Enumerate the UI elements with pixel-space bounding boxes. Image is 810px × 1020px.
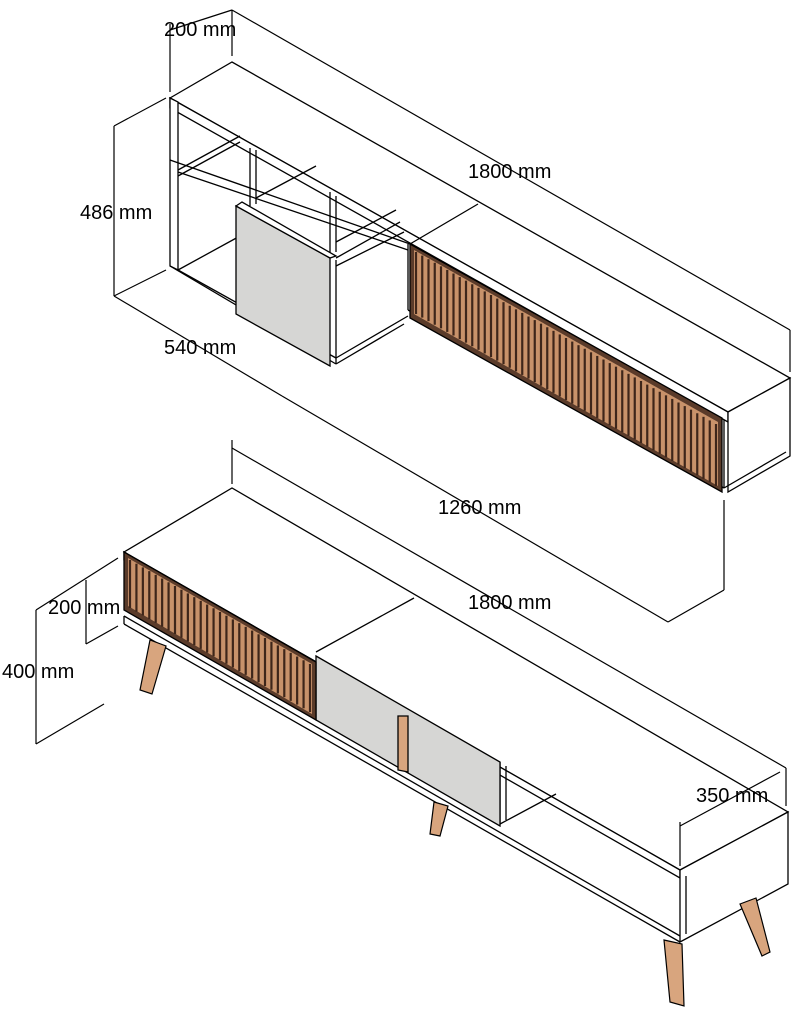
tv-stand-slats [128, 560, 312, 712]
wall-unit-dimension-lines [113, 9, 791, 623]
tv-stand-offset-label: 1260 mm [438, 497, 521, 519]
tv-stand-door-handle [397, 715, 409, 773]
wall-unit-slats [414, 252, 718, 486]
leg-front-right [663, 939, 685, 1007]
leg-middle [429, 801, 449, 837]
tv-stand-legs [139, 639, 771, 1007]
tv-stand-right-end [679, 810, 789, 944]
tv-stand [122, 487, 790, 944]
tv-stand-height-label: 400 mm [2, 661, 74, 683]
tv-stand-depth-label: 350 mm [696, 785, 768, 807]
tv-stand-top [122, 487, 790, 871]
wall-unit-shelf-width-label: 540 mm [164, 337, 236, 359]
tv-stand-width-label: 1800 mm [468, 592, 551, 614]
leg-front-left [139, 639, 167, 695]
wall-unit-width-label: 1800 mm [468, 161, 551, 183]
wall-unit-right-end [727, 376, 791, 494]
wall-unit-depth-label: 200 mm [164, 19, 236, 41]
wall-unit-height-label: 486 mm [80, 202, 152, 224]
tv-stand-dimension-lines [35, 440, 787, 866]
wall-unit-shelf-left-panel [169, 96, 179, 272]
tv-stand-drawer-height-label: 200 mm [48, 597, 120, 619]
wall-unit [168, 61, 792, 494]
leg-back-right [739, 897, 771, 957]
